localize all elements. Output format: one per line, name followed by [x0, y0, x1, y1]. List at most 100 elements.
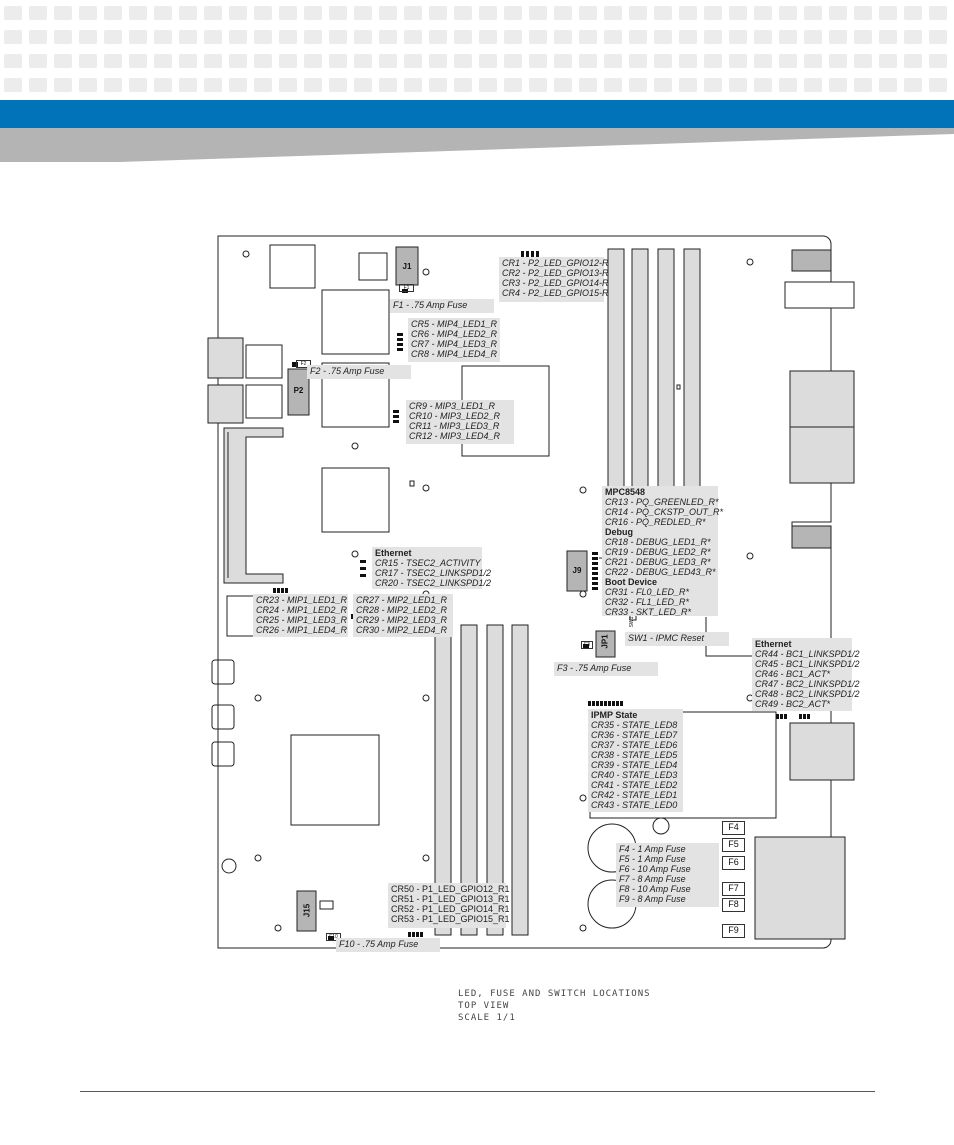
header-tile	[154, 6, 172, 20]
header-tile	[529, 30, 547, 44]
fuse-box-f8: F8	[722, 898, 745, 912]
footer-rule	[80, 1091, 875, 1092]
switch-sw1-tag: SW1	[629, 616, 635, 628]
header-tile	[379, 30, 397, 44]
header-tile	[879, 30, 897, 44]
header-tile	[4, 30, 22, 44]
label-f1: F1 - .75 Amp Fuse	[390, 299, 494, 313]
header-tile	[854, 78, 872, 92]
header-tile	[479, 6, 497, 20]
header-tile	[379, 54, 397, 68]
header-tile	[854, 30, 872, 44]
header-tile	[879, 78, 897, 92]
header-tile	[254, 6, 272, 20]
fuse-box-f9: F9	[722, 924, 745, 938]
header-tile	[629, 54, 647, 68]
header-tile	[729, 78, 747, 92]
header-tile	[104, 78, 122, 92]
label-f10: F10 - .75 Amp Fuse	[336, 938, 440, 952]
connector-j9-tag: J9	[572, 566, 582, 575]
header-tile	[454, 30, 472, 44]
header-tile	[929, 6, 947, 20]
header-tile	[379, 78, 397, 92]
header-tile	[929, 30, 947, 44]
header-blue-bar	[0, 100, 954, 128]
header-tile	[54, 78, 72, 92]
header-tile	[829, 78, 847, 92]
header-tile	[454, 6, 472, 20]
fuse-f10-tag: F10	[326, 933, 341, 941]
header-tile	[129, 30, 147, 44]
fuse-f2-tag: F2	[296, 360, 311, 368]
header-tile	[804, 30, 822, 44]
header-tile	[379, 6, 397, 20]
header-tile	[604, 30, 622, 44]
header-tile	[329, 78, 347, 92]
header-tile	[504, 78, 522, 92]
header-tile	[354, 54, 372, 68]
header-tile	[754, 30, 772, 44]
header-tile	[479, 78, 497, 92]
header-tile	[254, 54, 272, 68]
header-tile	[904, 30, 922, 44]
header-tile	[929, 78, 947, 92]
header-tile	[229, 30, 247, 44]
header-tile	[704, 30, 722, 44]
connector-j1-tag: J1	[402, 262, 412, 271]
fuse-box-f5: F5	[722, 838, 745, 852]
header-tile	[329, 6, 347, 20]
header-tile	[704, 78, 722, 92]
header-tile	[679, 54, 697, 68]
header-tile	[29, 54, 47, 68]
label-f3: F3 - .75 Amp Fuse	[554, 662, 658, 676]
header-tile	[204, 78, 222, 92]
header-tile	[879, 54, 897, 68]
header-tile	[679, 30, 697, 44]
fuse-box-f7: F7	[722, 882, 745, 896]
header-tile	[504, 30, 522, 44]
header-tile	[54, 54, 72, 68]
header-tile	[304, 54, 322, 68]
header-tile	[254, 78, 272, 92]
header-tile	[404, 6, 422, 20]
header-tile	[804, 78, 822, 92]
header-tile	[754, 54, 772, 68]
header-tile	[154, 54, 172, 68]
header-tile	[429, 54, 447, 68]
header-tile	[279, 78, 297, 92]
header-tile	[229, 54, 247, 68]
header-tile	[204, 54, 222, 68]
header-tile	[579, 78, 597, 92]
header-tile	[4, 54, 22, 68]
header-tile	[204, 6, 222, 20]
header-tile	[779, 78, 797, 92]
header-tile	[654, 6, 672, 20]
header-tile	[654, 54, 672, 68]
header-tile	[804, 6, 822, 20]
header-tile	[579, 30, 597, 44]
header-tile	[654, 30, 672, 44]
caption-line-3: SCALE 1/1	[458, 1013, 516, 1023]
header-tile	[679, 78, 697, 92]
header-tile	[129, 54, 147, 68]
header-tile	[329, 30, 347, 44]
header-tile	[729, 6, 747, 20]
header-tile	[829, 30, 847, 44]
header-tile	[579, 54, 597, 68]
header-tile	[654, 78, 672, 92]
header-tile	[4, 78, 22, 92]
header-tile	[29, 78, 47, 92]
header-tile	[179, 30, 197, 44]
header-tile	[554, 54, 572, 68]
caption-line-2: TOP VIEW	[458, 1001, 510, 1011]
header-tile	[729, 30, 747, 44]
header-tile	[79, 54, 97, 68]
header-tile	[429, 78, 447, 92]
header-tile	[129, 6, 147, 20]
header-tile	[479, 54, 497, 68]
header-tile	[604, 6, 622, 20]
